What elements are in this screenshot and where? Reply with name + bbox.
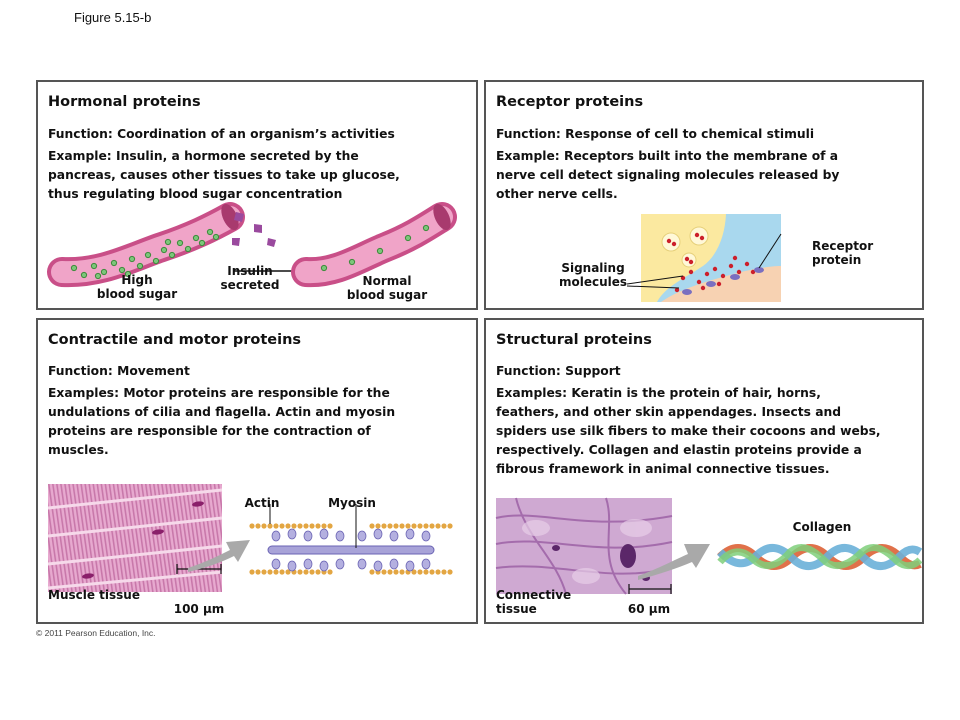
arrow-icon — [638, 544, 710, 580]
receptor-proteins-panel: Receptor proteins Function: Response of … — [484, 80, 924, 310]
muscle-tissue-label: Muscle tissue — [48, 588, 140, 602]
collagen-triple-helix-illustration — [717, 544, 923, 570]
connective-tissue-label: Connective tissue — [496, 588, 586, 616]
function-text: Function: Coordination of an organism’s … — [48, 127, 395, 141]
example-line: thus regulating blood sugar concentratio… — [48, 187, 343, 201]
example-line: Examples: Motor proteins are responsible… — [48, 386, 390, 400]
label-line: High — [121, 273, 153, 287]
label-line: Normal — [362, 274, 412, 288]
contractile-motor-proteins-panel: Contractile and motor proteins Function:… — [36, 318, 478, 624]
nerve-synapse-illustration — [626, 214, 782, 302]
label-line: blood sugar — [96, 287, 178, 301]
label-line: blood sugar — [346, 288, 428, 302]
example-line: Example: Receptors built into the membra… — [496, 149, 839, 163]
arrow-icon — [188, 540, 250, 572]
label-line: secreted — [220, 278, 280, 292]
actin-myosin-filament-illustration — [249, 504, 453, 575]
signaling-molecules-label: Signaling molecules — [558, 261, 628, 289]
example-line: pancreas, causes other tissues to take u… — [48, 168, 400, 182]
panel-title: Receptor proteins — [496, 94, 644, 110]
scale-label: 60 µm — [627, 602, 671, 616]
high-blood-sugar-label: High blood sugar — [92, 273, 182, 301]
example-text: Examples: Keratin is the protein of hair… — [496, 384, 881, 479]
example-line: Example: Insulin, a hormone secreted by … — [48, 149, 359, 163]
label-line: protein — [812, 253, 862, 267]
insulin-secreted-label: Insulin secreted — [210, 264, 290, 292]
example-line: spiders use silk fibers to make their co… — [496, 424, 881, 438]
example-line: Examples: Keratin is the protein of hair… — [496, 386, 821, 400]
example-line: proteins are responsible for the contrac… — [48, 424, 371, 438]
function-text: Function: Support — [496, 364, 621, 378]
label-line: Receptor — [812, 239, 874, 253]
copyright-notice: © 2011 Pearson Education, Inc. — [36, 628, 156, 638]
myosin-label: Myosin — [328, 496, 376, 510]
figure-label: Figure 5.15-b — [74, 10, 152, 25]
insulin-molecules-illustration — [232, 212, 276, 247]
example-line: nerve cell detect signaling molecules re… — [496, 168, 840, 182]
structural-proteins-panel: Structural proteins Function: Support Ex… — [484, 318, 924, 624]
normal-blood-sugar-vessel-illustration — [291, 202, 457, 288]
high-blood-sugar-vessel-illustration — [47, 202, 245, 288]
scale-bar — [628, 584, 672, 594]
muscle-tissue-micrograph — [47, 484, 223, 592]
function-text: Function: Movement — [48, 364, 190, 378]
label-line: Insulin — [227, 264, 273, 278]
example-line: other nerve cells. — [496, 187, 618, 201]
function-text: Function: Response of cell to chemical s… — [496, 127, 815, 141]
example-text: Example: Receptors built into the membra… — [496, 147, 839, 204]
example-line: respectively. Collagen and elastin prote… — [496, 443, 862, 457]
scale-label: 100 µm — [173, 602, 225, 616]
example-text: Example: Insulin, a hormone secreted by … — [48, 147, 400, 204]
label-line: tissue — [496, 602, 537, 616]
example-line: muscles. — [48, 443, 109, 457]
label-line: Connective — [496, 588, 572, 602]
actin-label: Actin — [244, 496, 280, 510]
panel-title: Hormonal proteins — [48, 94, 201, 110]
panel-title: Structural proteins — [496, 332, 652, 348]
normal-blood-sugar-label: Normal blood sugar — [342, 274, 432, 302]
collagen-label: Collagen — [792, 520, 852, 534]
example-text: Examples: Motor proteins are responsible… — [48, 384, 395, 460]
example-line: fibrous framework in animal connective t… — [496, 462, 830, 476]
example-line: undulations of cilia and flagella. Actin… — [48, 405, 396, 419]
panel-title: Contractile and motor proteins — [48, 332, 302, 348]
example-line: feathers, and other skin appendages. Ins… — [496, 405, 842, 419]
label-line: Signaling — [561, 261, 625, 275]
label-line: molecules — [558, 275, 628, 289]
receptor-protein-label: Receptor protein — [812, 239, 892, 267]
hormonal-proteins-panel: Hormonal proteins Function: Coordination… — [36, 80, 478, 310]
